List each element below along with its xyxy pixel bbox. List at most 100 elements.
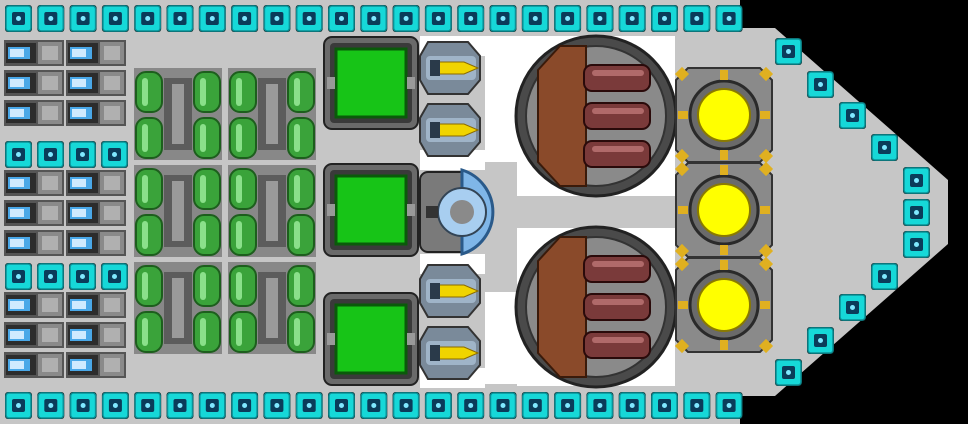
armor-block-icon[interactable] [839,294,866,321]
reactor-icon[interactable] [323,163,419,257]
armor-block-icon[interactable] [231,392,259,419]
armor-block-icon[interactable] [807,327,834,354]
thruster-icon[interactable] [66,100,126,126]
thruster-icon[interactable] [4,40,64,66]
armor-block-icon[interactable] [37,392,65,419]
thruster-icon[interactable] [4,322,64,348]
armor-block-icon[interactable] [683,5,711,32]
fuel-tank-icon[interactable] [134,165,222,257]
armor-block-icon[interactable] [5,141,32,168]
armor-block-icon[interactable] [101,263,128,290]
armor-block-icon[interactable] [807,71,834,98]
armor-block-icon[interactable] [489,5,517,32]
armor-block-icon[interactable] [101,5,129,32]
armor-block-icon[interactable] [871,134,898,161]
armor-block-icon[interactable] [618,5,646,32]
armor-block-icon[interactable] [328,392,355,419]
armor-block-icon[interactable] [295,392,323,419]
armor-block-icon[interactable] [37,141,64,168]
armor-block-icon[interactable] [586,392,614,419]
reactor-icon[interactable] [323,292,419,386]
armor-block-icon[interactable] [69,141,96,168]
armor-block-icon[interactable] [198,392,226,419]
fuel-tank-icon[interactable] [228,262,316,354]
armor-block-icon[interactable] [328,5,355,32]
armor-block-icon[interactable] [424,392,452,419]
fuel-tank-icon[interactable] [134,68,222,160]
power-node-icon[interactable] [674,66,774,164]
armor-block-icon[interactable] [457,5,485,32]
thruster-icon[interactable] [66,352,126,378]
missile-launcher-icon[interactable] [419,326,481,380]
armor-block-icon[interactable] [392,5,420,32]
armor-block-icon[interactable] [715,392,743,419]
armor-block-icon[interactable] [618,392,646,419]
armor-block-icon[interactable] [5,263,32,290]
fuel-tank-icon[interactable] [134,262,222,354]
thruster-icon[interactable] [66,200,126,226]
reactor-icon[interactable] [323,36,419,130]
thruster-icon[interactable] [4,170,64,196]
armor-block-icon[interactable] [5,5,32,32]
armor-block-icon[interactable] [231,5,259,32]
armor-block-icon[interactable] [134,392,162,419]
thruster-icon[interactable] [66,40,126,66]
armor-block-icon[interactable] [360,392,388,419]
armor-block-icon[interactable] [69,392,97,419]
fuel-tank-icon[interactable] [228,68,316,160]
armor-block-icon[interactable] [360,5,388,32]
missile-launcher-icon[interactable] [419,264,481,318]
thruster-icon[interactable] [4,230,64,256]
armor-block-icon[interactable] [198,5,226,32]
thruster-icon[interactable] [4,70,64,96]
armor-block-icon[interactable] [489,392,517,419]
armor-block-icon[interactable] [839,102,866,129]
armor-block-icon[interactable] [715,5,743,32]
cannon-turret-icon[interactable] [514,225,678,389]
missile-launcher-icon[interactable] [419,103,481,157]
armor-block-icon[interactable] [101,392,129,419]
thruster-icon[interactable] [4,100,64,126]
thruster-icon[interactable] [66,292,126,318]
shield-generator-icon[interactable] [419,167,495,257]
armor-block-icon[interactable] [586,5,614,32]
armor-block-icon[interactable] [554,392,582,419]
armor-block-icon[interactable] [871,263,898,290]
armor-block-icon[interactable] [69,5,97,32]
thruster-icon[interactable] [4,200,64,226]
armor-block-icon[interactable] [37,263,64,290]
armor-block-icon[interactable] [37,5,65,32]
armor-block-icon[interactable] [295,5,323,32]
armor-block-icon[interactable] [521,392,549,419]
armor-block-icon[interactable] [554,5,582,32]
power-node-icon[interactable] [674,256,774,354]
armor-block-icon[interactable] [134,5,162,32]
missile-launcher-icon[interactable] [419,41,481,95]
armor-block-icon[interactable] [166,392,194,419]
armor-block-icon[interactable] [101,141,128,168]
armor-block-icon[interactable] [263,5,291,32]
armor-block-icon[interactable] [775,38,802,65]
armor-block-icon[interactable] [5,392,32,419]
armor-block-icon[interactable] [903,231,930,258]
armor-block-icon[interactable] [775,359,802,386]
armor-block-icon[interactable] [69,263,96,290]
armor-block-icon[interactable] [424,5,452,32]
thruster-icon[interactable] [4,292,64,318]
armor-block-icon[interactable] [263,392,291,419]
thruster-icon[interactable] [4,352,64,378]
armor-block-icon[interactable] [651,392,678,419]
thruster-icon[interactable] [66,230,126,256]
armor-block-icon[interactable] [521,5,549,32]
armor-block-icon[interactable] [392,392,420,419]
cannon-turret-icon[interactable] [514,34,678,198]
armor-block-icon[interactable] [166,5,194,32]
armor-block-icon[interactable] [683,392,711,419]
armor-block-icon[interactable] [903,199,930,226]
armor-block-icon[interactable] [457,392,485,419]
power-node-icon[interactable] [674,161,774,259]
thruster-icon[interactable] [66,70,126,96]
armor-block-icon[interactable] [903,167,930,194]
thruster-icon[interactable] [66,170,126,196]
thruster-icon[interactable] [66,322,126,348]
